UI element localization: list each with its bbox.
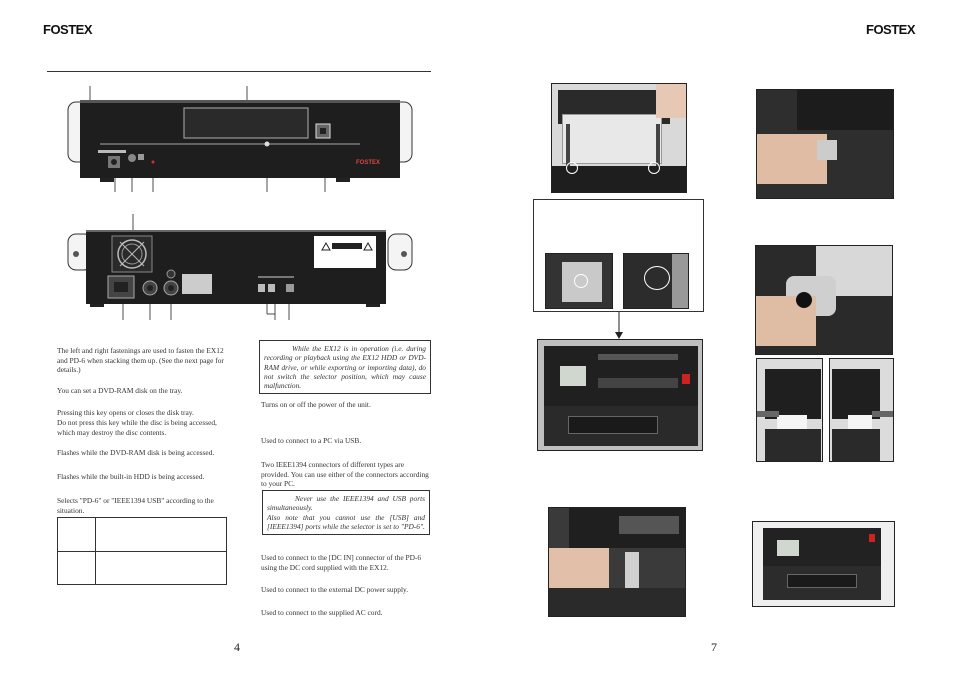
usb-description: Used to connect to a PC via USB. (261, 436, 362, 445)
photo-detail-right (623, 253, 689, 309)
down-arrow-icon (615, 312, 623, 339)
photo-bracket-open (551, 83, 687, 193)
operation-note-text: While the EX12 is in operation (i.e. dur… (264, 344, 426, 391)
table-row-divider (58, 551, 226, 552)
port-usage-note: Never use the IEEE1394 and USB ports sim… (262, 490, 430, 536)
photo-detail-left (545, 253, 613, 309)
dc-in-description: Used to connect to the external DC power… (261, 585, 409, 594)
photo-final-stack (752, 521, 895, 607)
photo-install-bracket (548, 507, 686, 617)
selector-table (57, 517, 227, 585)
selector-description: Selects "PD-6" or "IEEE1394 USB" accordi… (57, 496, 214, 515)
dc-out-description: Used to connect to the [DC IN] connector… (261, 553, 422, 572)
eject-key-description: Pressing this key opens or closes the di… (57, 408, 194, 417)
rear-panel-diagram (67, 214, 413, 320)
power-switch-description: Turns on or off the power of the unit. (261, 400, 371, 409)
operation-note: While the EX12 is in operation (i.e. dur… (259, 340, 431, 395)
photo-stacked-units (537, 339, 703, 451)
hdd-led-description: Flashes while the built-in HDD is being … (57, 472, 205, 481)
ac-in-description: Used to connect to the supplied AC cord. (261, 608, 383, 617)
photo-attach-1 (756, 89, 894, 199)
port-usage-note-line2: Also note that you cannot use the [USB] … (267, 512, 425, 531)
front-panel-logo: FOSTEX (356, 160, 380, 166)
fostex-logo-right: FOSTEX (866, 22, 916, 37)
page-number-right: 7 (711, 640, 717, 654)
page-number-left: 4 (234, 640, 240, 654)
header-rule (47, 71, 431, 72)
fastenings-description: The left and right fastenings are used t… (57, 346, 224, 375)
photo-attach-2 (755, 245, 893, 355)
port-usage-note-line1: Never use the IEEE1394 and USB ports sim… (267, 494, 425, 513)
photo-side-left (756, 358, 823, 462)
fostex-logo-left: FOSTEX (43, 22, 93, 37)
dvd-led-description: Flashes while the DVD-RAM disk is being … (57, 448, 215, 457)
front-panel-diagram: FOSTEX (67, 86, 413, 192)
ieee1394-description: Two IEEE1394 connectors of different typ… (261, 460, 429, 489)
eject-key-warning: Do not press this key while the disc is … (57, 418, 217, 437)
photo-side-right (829, 358, 894, 462)
tray-description: You can set a DVD-RAM disk on the tray. (57, 386, 183, 395)
detail-frame (533, 199, 704, 312)
